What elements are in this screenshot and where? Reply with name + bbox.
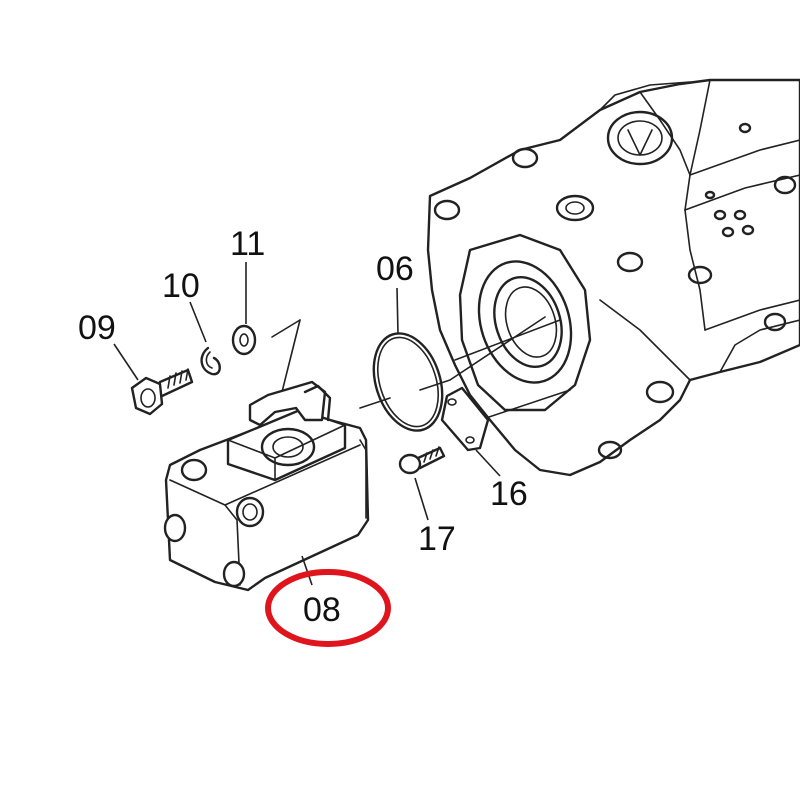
part-label-10: 10 [162,267,200,305]
pump-housing [426,78,800,477]
bolt-part-09 [113,343,194,416]
part-label-08: 08 [303,591,341,629]
spring-washer-part-10 [189,301,221,376]
part-label-09: 09 [78,309,116,347]
highlight-circle [265,569,391,647]
alignment-lines [271,316,571,421]
part-label-06: 06 [376,250,414,288]
gasket-part-16 [440,386,501,477]
part-label-16: 16 [490,475,528,513]
part-label-17: 17 [418,520,456,558]
screw-part-17 [398,446,446,521]
gear-pump-part-08 [163,380,370,592]
part-label-11: 11 [230,225,265,263]
o-ring-part-06 [372,287,444,432]
washer-part-11 [231,262,257,356]
